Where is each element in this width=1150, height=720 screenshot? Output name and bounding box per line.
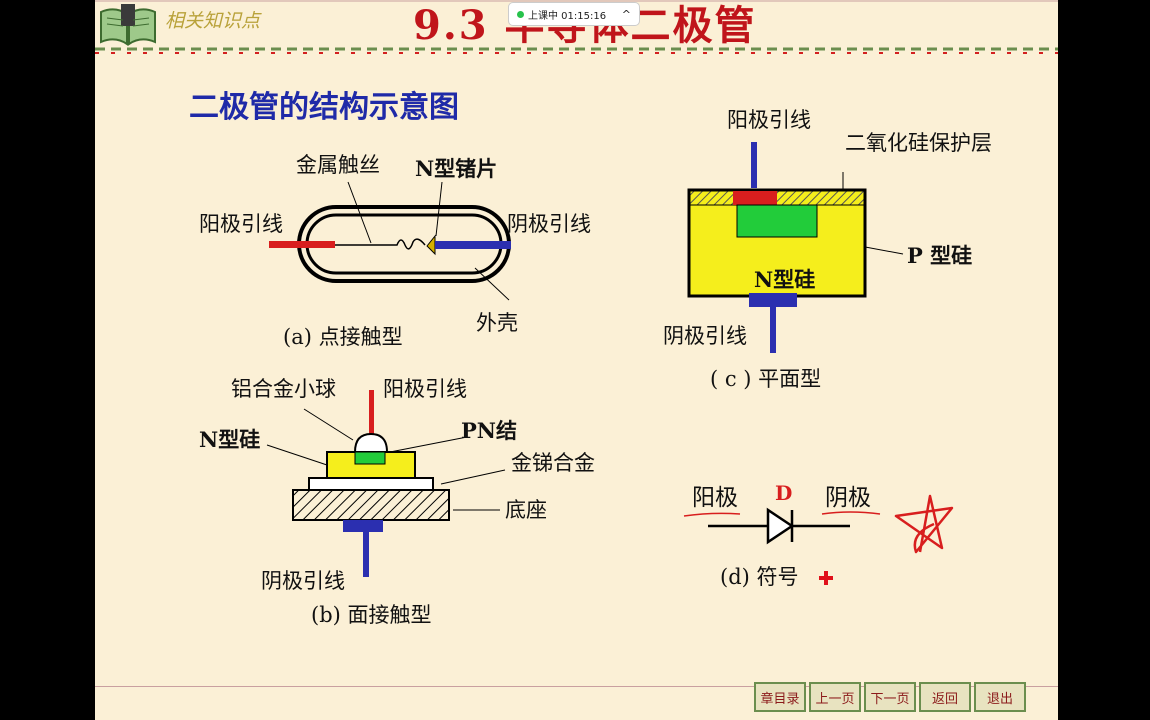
b-anode-label: 阳极引线 [383, 377, 467, 401]
footer-line [95, 686, 1058, 687]
shell-label: 外壳 [476, 311, 518, 335]
pn-label: PN结 [461, 418, 517, 443]
nav-back-button[interactable]: 返回 [919, 682, 971, 712]
slide: 相关知识点 9.3 半导体二极管 二极管的结构示意图 金属触丝 N型锗片 阳极引… [95, 0, 1058, 720]
nav-chapter-button[interactable]: 章目录 [754, 682, 806, 712]
caption-b: (b) 面接触型 [311, 603, 432, 627]
section-label[interactable]: 相关知识点 [165, 10, 261, 32]
caption-d: (d) 符号 [720, 565, 799, 589]
page-heading: 二极管的结构示意图 [189, 90, 459, 125]
recording-text: 上课中 01:15:16 [528, 10, 607, 22]
caption-a: (a) 点接触型 [283, 325, 403, 349]
recording-status[interactable]: 上课中 01:15:16 ^ [508, 2, 640, 26]
chip-label: N型锗片 [415, 156, 498, 181]
d-cathode-label: 阴极 [825, 485, 871, 511]
c-n-label: N型硅 [754, 267, 816, 292]
point-contact-diagram [269, 205, 511, 301]
d-name-label: D [775, 481, 793, 505]
ball-label: 铝合金小球 [231, 377, 336, 401]
b-n-label: N型硅 [199, 427, 261, 452]
p-label: P 型硅 [907, 243, 973, 268]
header-decoration [95, 0, 1058, 54]
nav-exit-button[interactable]: 退出 [974, 682, 1026, 712]
alloy-label: 金锑合金 [511, 451, 595, 475]
junction-diagram [292, 390, 450, 577]
recording-dot-icon [517, 10, 524, 18]
c-cathode-label: 阴极引线 [663, 324, 747, 348]
caption-c: ( c ) 平面型 [710, 367, 822, 391]
planar-diagram [687, 142, 867, 353]
red-cursor-icon [819, 570, 833, 585]
d-anode-label: 阳极 [692, 485, 738, 511]
nav-prev-button[interactable]: 上一页 [809, 682, 861, 712]
base-label: 底座 [505, 498, 547, 522]
wire-label: 金属触丝 [296, 153, 380, 177]
star-scribble-icon [894, 494, 954, 554]
c-anode-label: 阳极引线 [727, 108, 811, 132]
b-cathode-label: 阴极引线 [261, 569, 345, 593]
diode-symbol [683, 507, 881, 545]
chevron-up-icon[interactable]: ^ [621, 7, 631, 21]
nav-next-button[interactable]: 下一页 [864, 682, 916, 712]
book-icon[interactable] [97, 2, 159, 46]
a-anode-label: 阳极引线 [199, 212, 283, 236]
a-cathode-label: 阴极引线 [507, 212, 591, 236]
oxide-label: 二氧化硅保护层 [845, 131, 992, 155]
